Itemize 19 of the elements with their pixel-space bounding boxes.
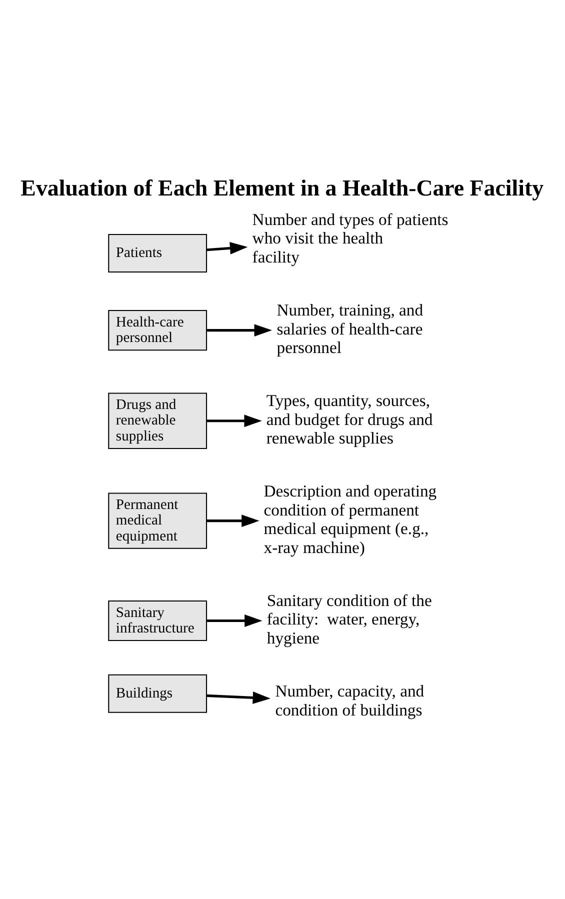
diagram-title: Evaluation of Each Element in a Health-Care Facility [20, 176, 544, 201]
arrow [206, 514, 260, 528]
arrow [206, 614, 262, 627]
arrow [206, 692, 271, 704]
node-text: Description and operating condition of permanent medical equipment (e.g., x-ray machine) [264, 482, 437, 557]
node-box: Sanitary infrastructure [108, 600, 208, 642]
node-text: Number, capacity, and condition of buildings [275, 682, 424, 720]
node-box: Health-care personnel [108, 310, 208, 351]
arrow [206, 242, 248, 254]
node-box: Patients [108, 234, 208, 273]
node-text: Number, training, and salaries of health-care personnel [276, 300, 424, 357]
node-text: Number and types of patients who visit the health facility [252, 210, 448, 266]
node-box: Permanent medical equipment [108, 492, 208, 549]
node-box: Drugs and renewable supplies [108, 392, 208, 449]
arrow [206, 324, 272, 337]
arrow [206, 414, 262, 428]
node-text: Types, quantity, sources, and budget for drugs and renewable supplies [266, 391, 433, 448]
node-box: Buildings [108, 674, 208, 713]
node-text: Sanitary condition of the facility: water, energy, hygiene [266, 590, 432, 648]
